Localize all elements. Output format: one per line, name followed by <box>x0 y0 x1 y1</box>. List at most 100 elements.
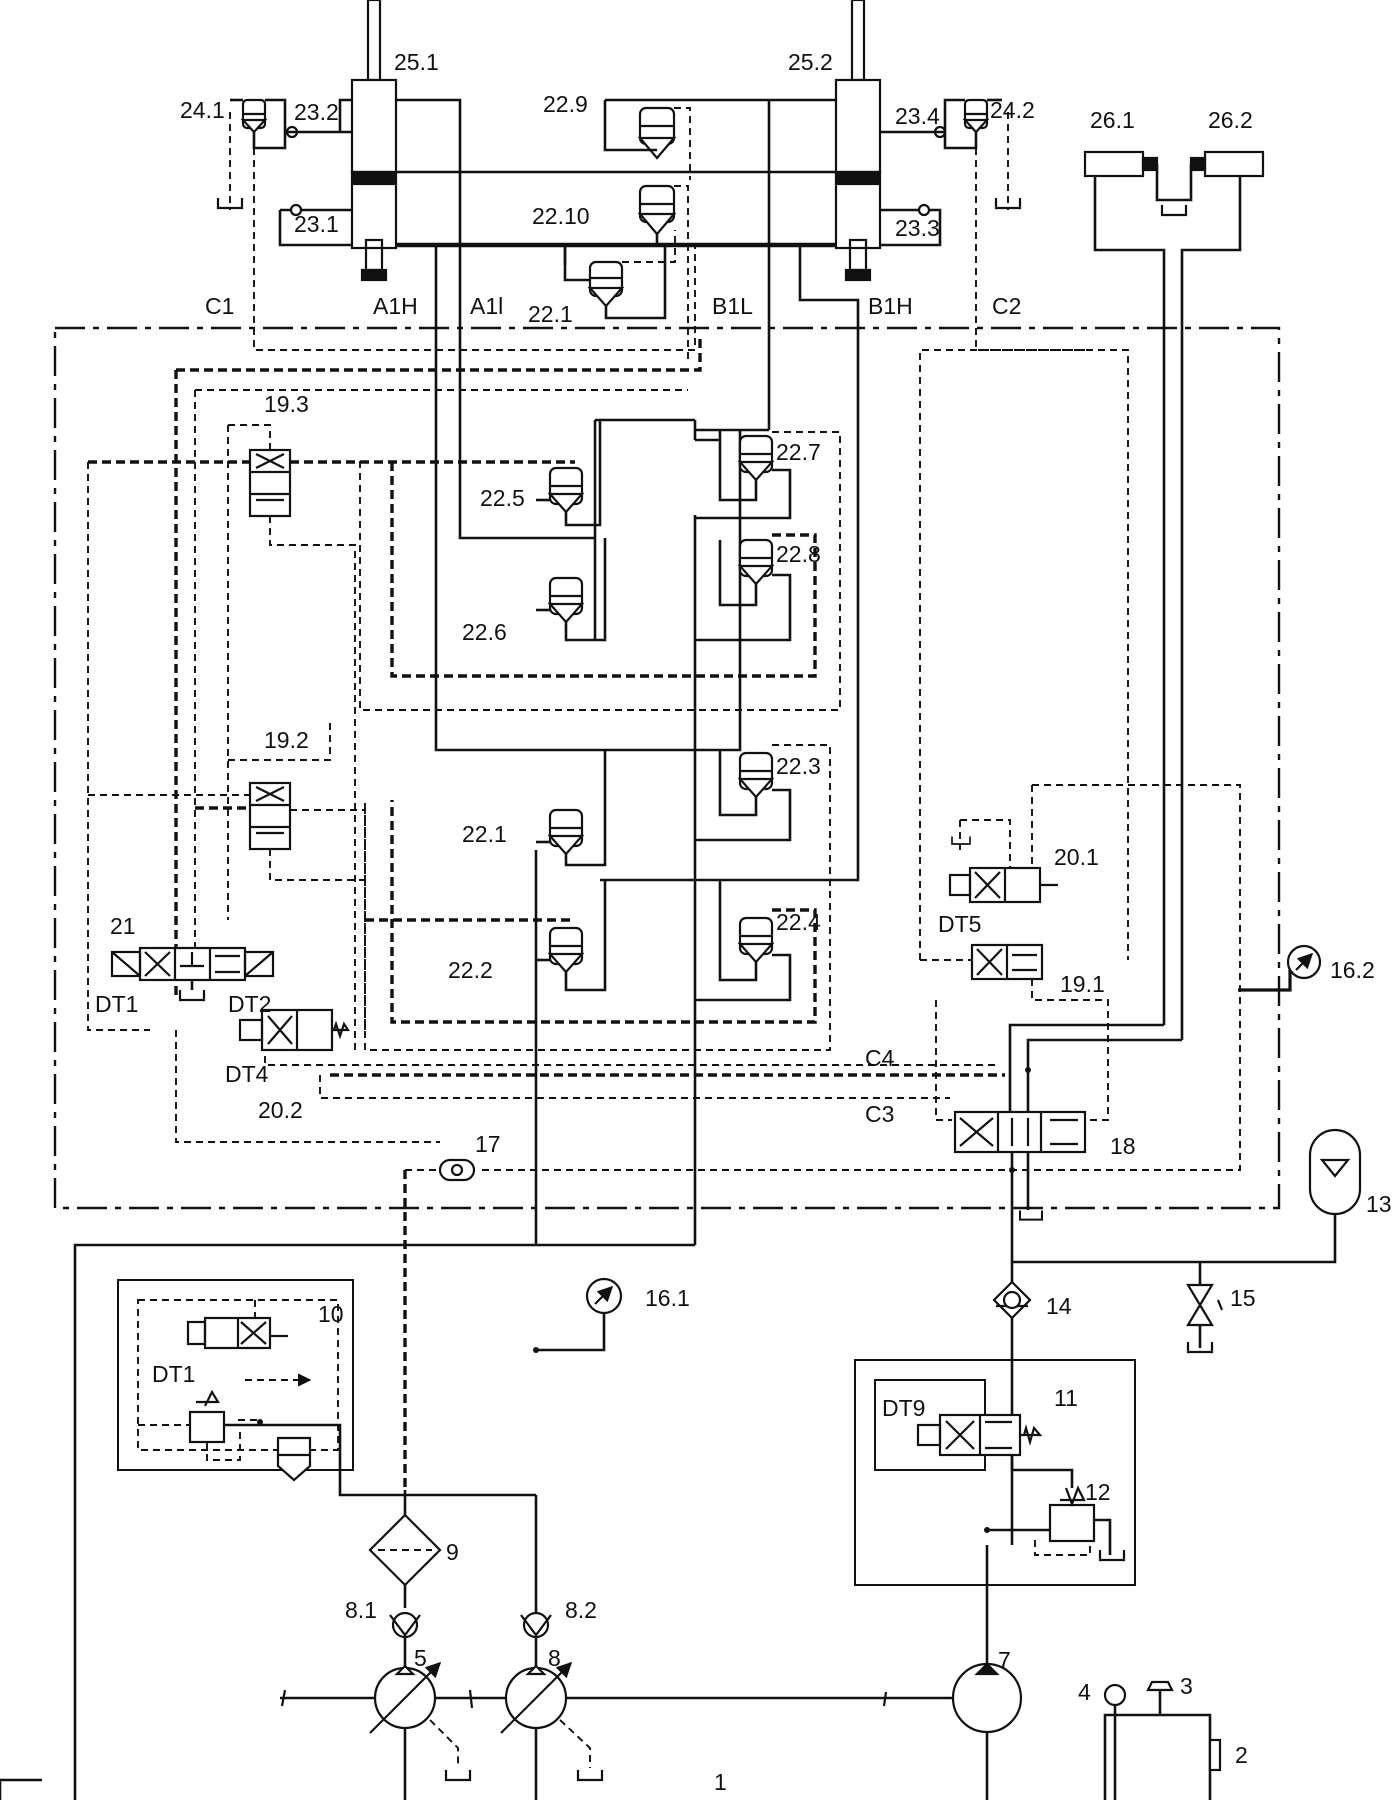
label-13: 13 <box>1366 1191 1392 1217</box>
check-valve-8-1 <box>389 1611 421 1668</box>
cylinder-pair-26 <box>1083 150 1265 1040</box>
label-dt4: DT4 <box>225 1061 269 1087</box>
valve-block-boundary <box>53 326 1281 1210</box>
accumulator-13 <box>1012 1128 1362 1264</box>
label-17: 17 <box>475 1131 501 1157</box>
check-valve-8-2 <box>520 1495 552 1668</box>
solenoid-valve-20-2 <box>238 1008 351 1052</box>
label-24-1: 24.1 <box>180 97 225 123</box>
label-26-1: 26.1 <box>1090 107 1135 133</box>
label-15: 15 <box>1230 1285 1256 1311</box>
shuttle-valve-17 <box>403 1158 476 1490</box>
label-dt5: DT5 <box>938 911 981 937</box>
pilot-valve-24-2 <box>943 98 1022 210</box>
label-20-2: 20.2 <box>258 1097 303 1123</box>
label-22-7: 22.7 <box>776 439 821 465</box>
unloading-module-11-12 <box>854 1359 1136 1586</box>
logic-valve-22-5 <box>536 420 602 527</box>
check-valve-22-10 <box>637 184 689 360</box>
label-14: 14 <box>1046 1293 1072 1319</box>
variable-pump-5 <box>369 1661 472 1800</box>
label-8-1: 8.1 <box>345 1597 377 1623</box>
label-16-1: 16.1 <box>645 1285 690 1311</box>
oil-tank-accessories <box>1103 1680 1222 1800</box>
pressure-gauge-16-1 <box>533 1277 623 1353</box>
label-23-1: 23.1 <box>294 211 339 237</box>
label-22-6: 22.6 <box>462 619 507 645</box>
work-lines <box>434 245 860 1245</box>
label-16-2: 16.2 <box>1330 957 1375 983</box>
label-19-2: 19.2 <box>264 727 309 753</box>
label-22-9: 22.9 <box>543 91 588 117</box>
label-22-2: 22.2 <box>448 957 493 983</box>
label-c1: C1 <box>205 293 234 319</box>
diagram-labels: 25.1 25.2 24.1 23.2 23.1 22.9 22.10 22.1… <box>95 49 1392 1795</box>
pilot-line-c3 <box>919 349 1090 960</box>
label-2: 2 <box>1235 1742 1248 1768</box>
label-11: 11 <box>1054 1385 1078 1411</box>
label-24-2: 24.2 <box>990 97 1035 123</box>
label-10: 10 <box>318 1301 344 1327</box>
shuttle-valve-19-3 <box>88 424 575 1050</box>
filter-9 <box>368 1490 442 1608</box>
logic-valve-22-2 <box>536 880 607 992</box>
label-dt2: DT2 <box>228 991 271 1017</box>
label-tank-1: 1 <box>714 1769 727 1795</box>
label-19-3: 19.3 <box>264 391 309 417</box>
label-4: 4 <box>1078 1679 1091 1705</box>
unloading-module-10 <box>117 1279 536 1497</box>
label-c4: C4 <box>865 1045 895 1071</box>
solenoid-valve-20-1 <box>948 819 1058 904</box>
label-8: 8 <box>548 1645 561 1671</box>
label-a1h: A1H <box>373 293 418 319</box>
check-valve-23-3 <box>880 203 942 247</box>
cylinder-top-lines <box>396 98 836 430</box>
logic-valve-22-3 <box>364 744 831 1051</box>
label-dt1-top: DT1 <box>95 991 138 1017</box>
label-3: 3 <box>1180 1673 1193 1699</box>
check-valve-23-2 <box>285 98 352 139</box>
label-20-1: 20.1 <box>1054 844 1099 870</box>
label-c3: C3 <box>865 1101 894 1127</box>
solenoid-valve-19-1 <box>920 943 1044 981</box>
label-22-10: 22.10 <box>532 203 590 229</box>
label-22-11: 22.1 <box>528 301 573 327</box>
label-23-2: 23.2 <box>294 99 339 125</box>
label-18: 18 <box>1110 1133 1136 1159</box>
label-5: 5 <box>414 1645 427 1671</box>
label-23-4: 23.4 <box>895 103 940 129</box>
label-22-3: 22.3 <box>776 753 821 779</box>
label-dt9: DT9 <box>882 1395 925 1421</box>
label-25-2: 25.2 <box>788 49 833 75</box>
label-22-4: 22.4 <box>776 909 821 935</box>
tank-edge <box>0 1778 42 1800</box>
label-25-1: 25.1 <box>394 49 439 75</box>
variable-pump-8 <box>500 1661 604 1800</box>
label-a1l: A1l <box>470 293 503 319</box>
shutoff-valve-15 <box>1186 1262 1224 1354</box>
label-b1h: B1H <box>868 293 913 319</box>
check-valve-14 <box>992 1228 1032 1545</box>
pilot-line-20-1 <box>477 784 1241 1171</box>
fixed-pump-7 <box>951 1545 1023 1800</box>
label-9: 9 <box>446 1539 459 1565</box>
pilot-line-c1 <box>253 148 696 351</box>
label-b1l: B1L <box>712 293 753 319</box>
check-valve-22-9 <box>603 100 691 180</box>
logic-valve-22-7 <box>359 430 841 711</box>
check-valve-23-1 <box>278 203 352 247</box>
label-21: 21 <box>110 913 136 939</box>
check-valve-23-4 <box>880 125 947 139</box>
tank-1-outline <box>73 1243 695 1800</box>
pump-shaft <box>280 1689 1020 1709</box>
label-22-1: 22.1 <box>462 821 507 847</box>
shuttle-valve-19-2 <box>88 720 575 1032</box>
label-c2: C2 <box>992 293 1021 319</box>
pressure-gauge-16-2 <box>1238 944 1322 992</box>
label-12: 12 <box>1085 1479 1111 1505</box>
label-7: 7 <box>998 1647 1011 1673</box>
label-19-1: 19.1 <box>1060 971 1105 997</box>
label-26-2: 26.2 <box>1208 107 1253 133</box>
directional-valve-18 <box>953 1023 1182 1228</box>
